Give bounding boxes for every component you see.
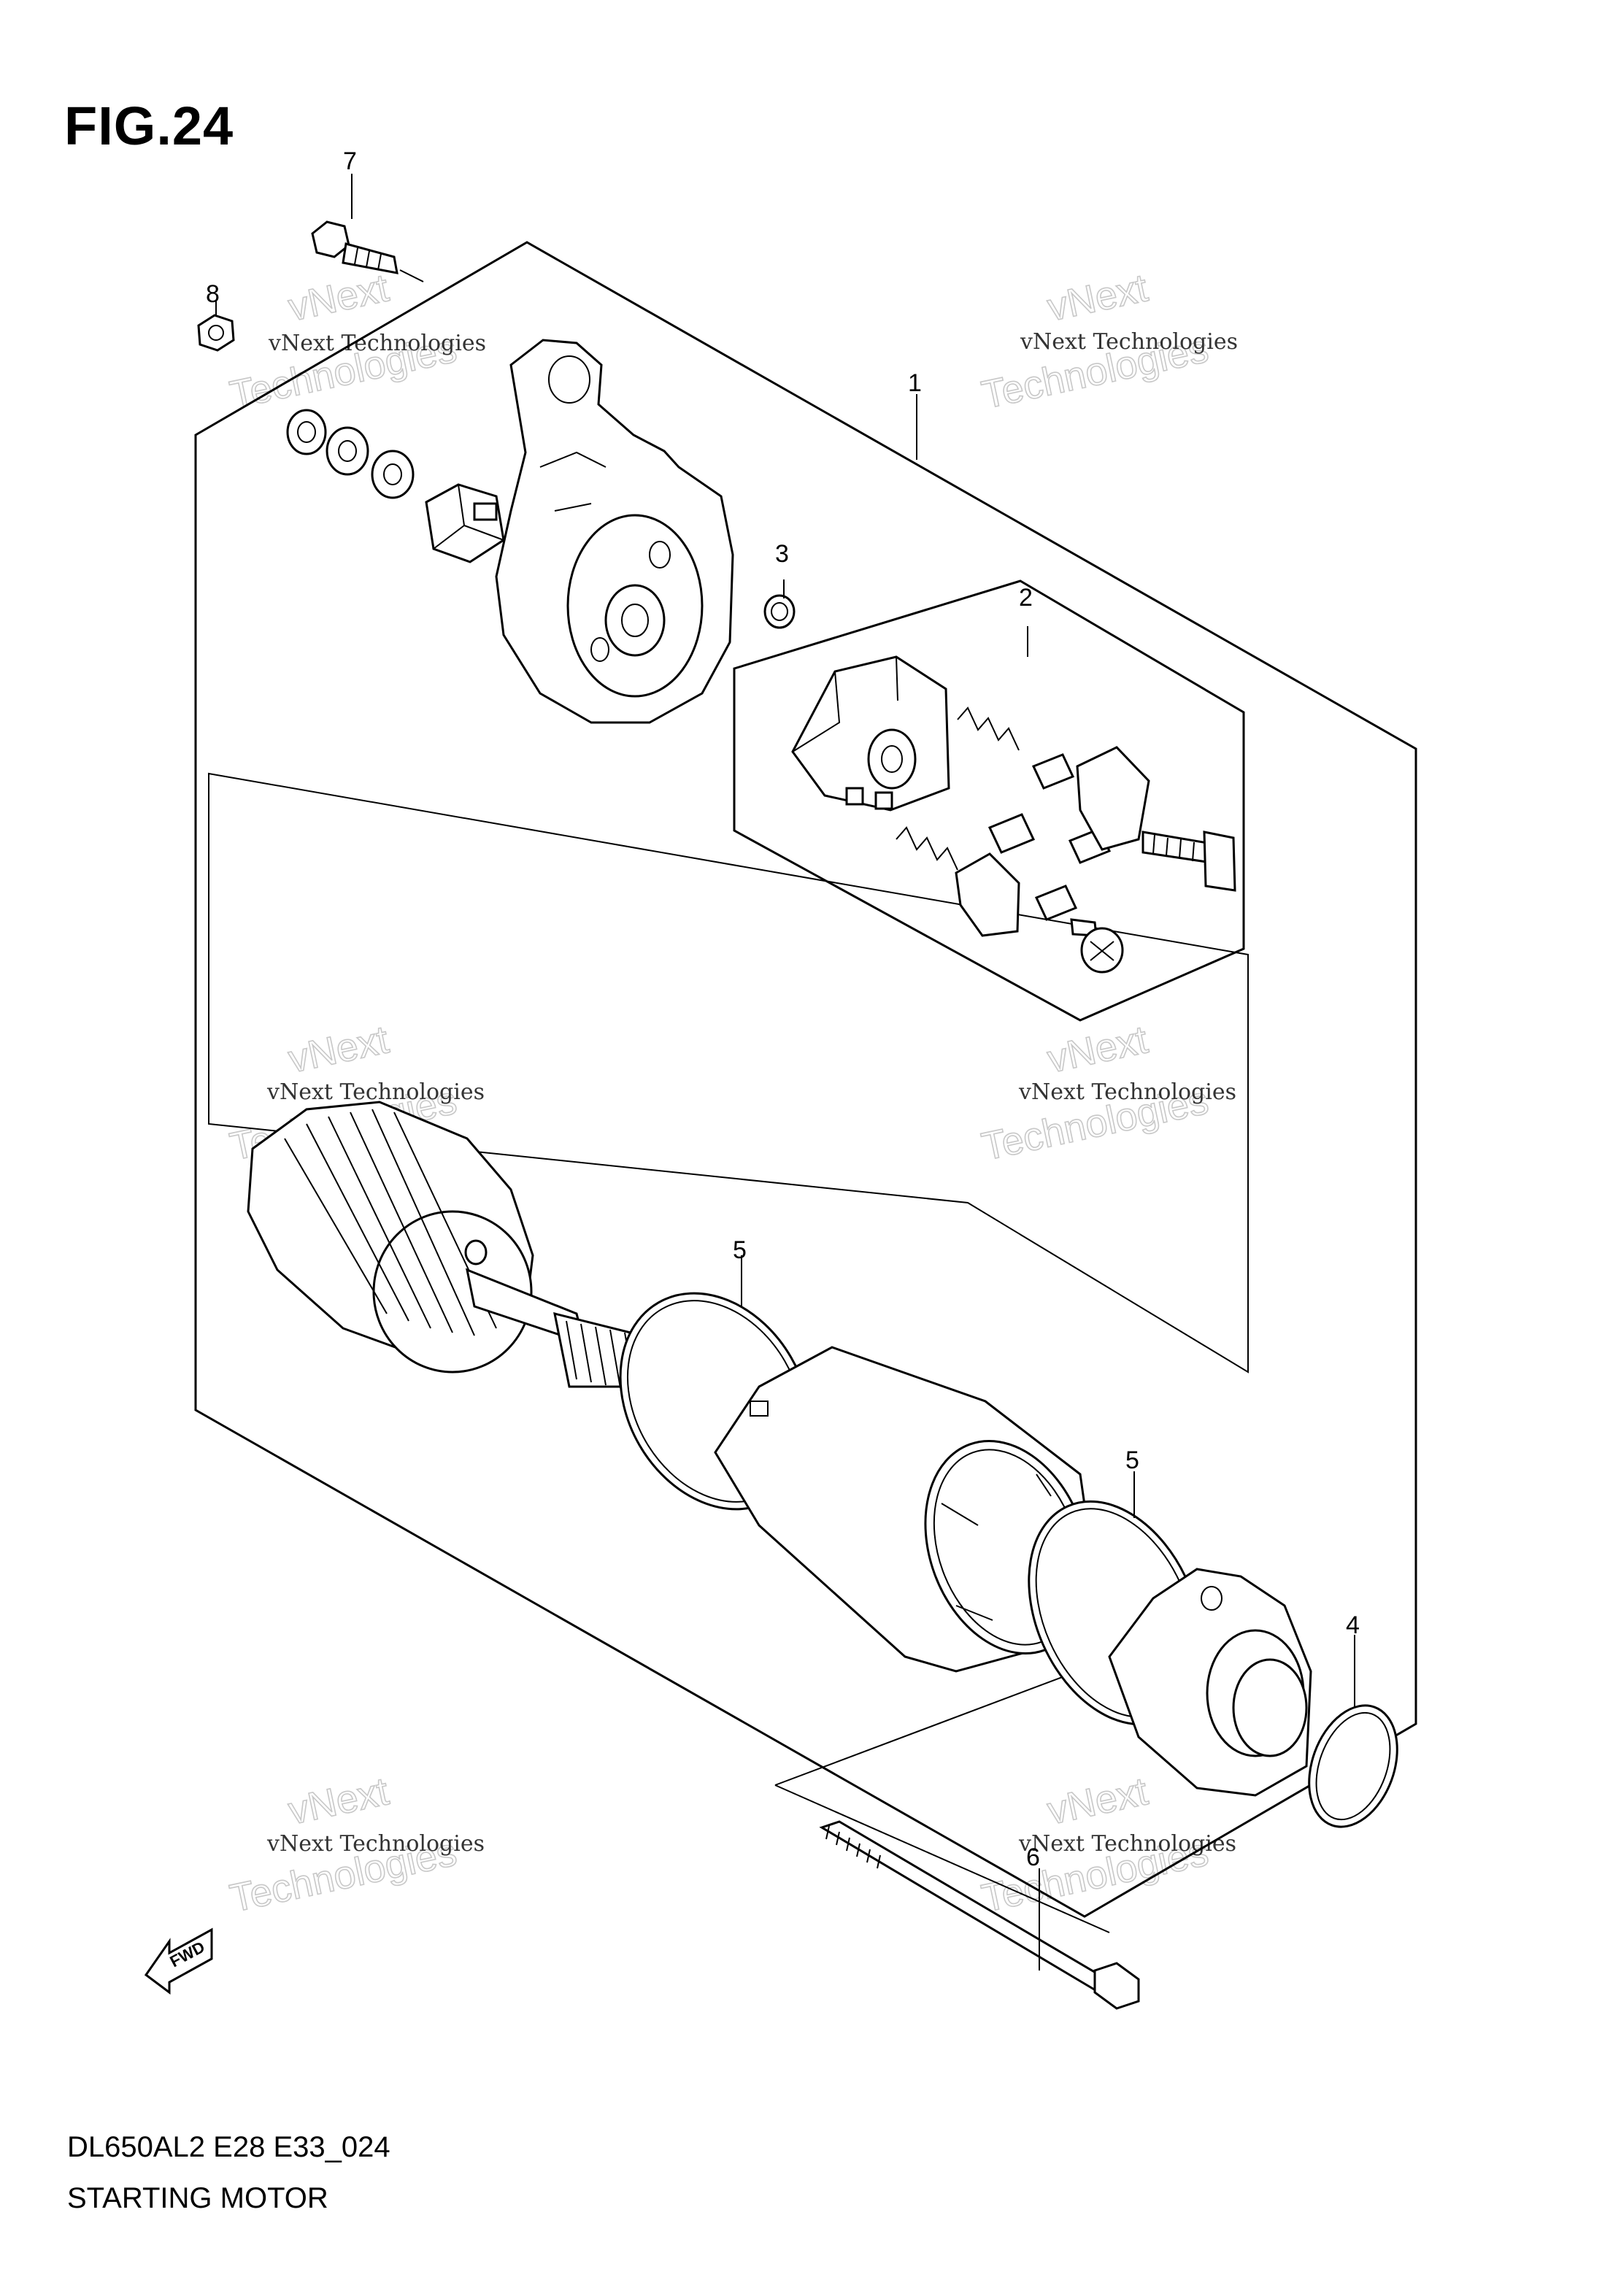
callout-2: 2 bbox=[1019, 584, 1033, 612]
terminal-bolt bbox=[1141, 831, 1236, 892]
svg-text:vNext Technologies: vNext Technologies bbox=[266, 1831, 485, 1857]
fwd-arrow-icon: FWD bbox=[144, 1927, 213, 1995]
watermark-mid-right: vNext Technologies vNext Technologies bbox=[977, 1017, 1236, 1170]
svg-text:vNext: vNext bbox=[1044, 1769, 1152, 1833]
through-bolt-part-6 bbox=[819, 1820, 1140, 2010]
svg-text:vNext: vNext bbox=[285, 1769, 393, 1833]
brush-holder-plate bbox=[791, 655, 950, 812]
svg-text:vNext: vNext bbox=[285, 1017, 393, 1081]
figure-title: FIG.24 bbox=[64, 96, 234, 156]
o-ring-part-4 bbox=[1308, 1704, 1398, 1828]
callout-6: 6 bbox=[1026, 1844, 1040, 1871]
callout-leader-lines bbox=[215, 174, 1355, 1971]
brush-plate-screw bbox=[1070, 918, 1124, 974]
callout-7: 7 bbox=[343, 147, 357, 175]
svg-text:vNext Technologies: vNext Technologies bbox=[1018, 1831, 1236, 1857]
assembly-outline-box bbox=[194, 241, 1417, 1918]
brush-holder-box bbox=[733, 579, 1245, 1022]
brush-holder-arms bbox=[955, 746, 1150, 937]
watermark-bottom-left: vNext Technologies vNext Technologies bbox=[226, 1769, 485, 1922]
brush-springs bbox=[896, 706, 1020, 871]
nut-washers-part-8 bbox=[197, 314, 415, 499]
bolt-part-7 bbox=[311, 220, 424, 282]
callout-1: 1 bbox=[908, 369, 922, 397]
callout-5-lower: 5 bbox=[1125, 1446, 1139, 1474]
svg-text:vNext Technologies: vNext Technologies bbox=[1018, 1079, 1236, 1105]
armature bbox=[247, 1101, 658, 1390]
terminal-insulator bbox=[425, 483, 505, 563]
callout-4: 4 bbox=[1346, 1611, 1360, 1639]
svg-text:vNext Technologies: vNext Technologies bbox=[266, 1079, 485, 1105]
watermark-bottom-right: vNext Technologies vNext Technologies bbox=[977, 1769, 1236, 1922]
svg-text:vNext: vNext bbox=[285, 266, 393, 329]
svg-text:vNext Technologies: vNext Technologies bbox=[268, 331, 486, 356]
watermark-top-right: vNext Technologies vNext Technologies bbox=[977, 266, 1238, 418]
svg-text:vNext: vNext bbox=[1044, 1017, 1152, 1081]
diagram-name: STARTING MOTOR bbox=[67, 2182, 328, 2214]
callout-8: 8 bbox=[206, 280, 220, 308]
callout-3: 3 bbox=[775, 540, 789, 568]
o-ring-part-3 bbox=[763, 594, 796, 629]
callout-5-upper: 5 bbox=[733, 1236, 747, 1264]
front-housing bbox=[495, 339, 734, 724]
svg-text:vNext: vNext bbox=[1044, 266, 1152, 329]
rear-end-bracket bbox=[1108, 1568, 1312, 1797]
diagram-code: DL650AL2 E28 E33_024 bbox=[67, 2131, 390, 2163]
svg-text:vNext Technologies: vNext Technologies bbox=[1020, 329, 1238, 355]
